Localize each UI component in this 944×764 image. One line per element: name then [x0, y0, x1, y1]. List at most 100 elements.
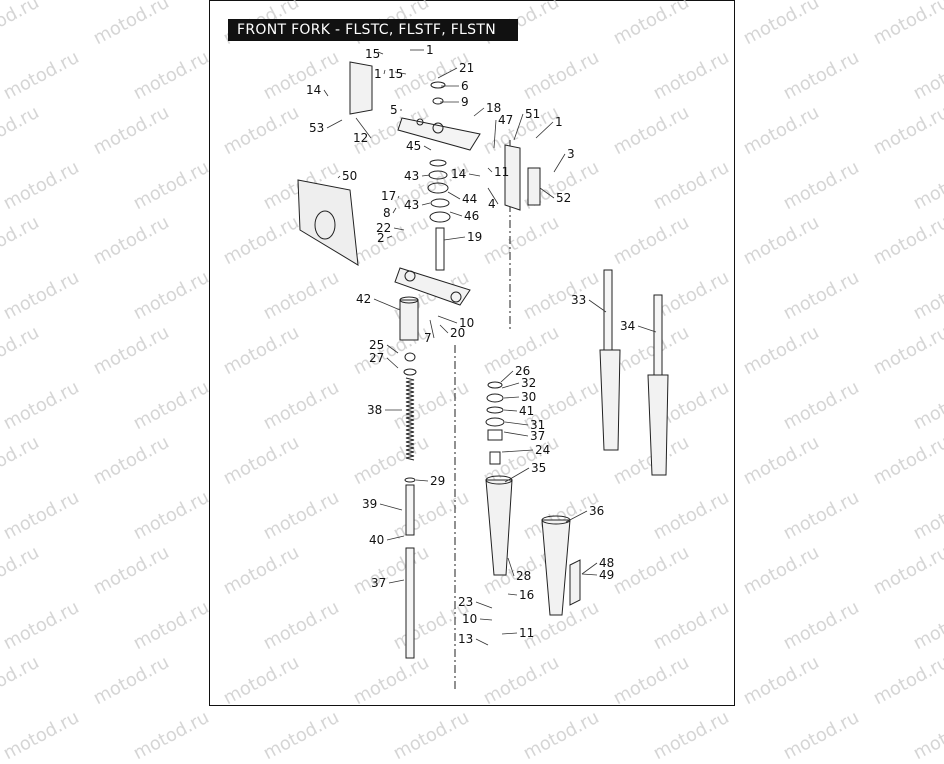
leader-line [553, 153, 566, 173]
callout-32: 32 [521, 376, 537, 390]
callout-51: 51 [525, 107, 541, 121]
callout-3: 3 [567, 147, 575, 161]
leader-line [421, 202, 431, 206]
leader-line [637, 325, 657, 333]
fork-tube-cover [399, 299, 419, 341]
watermark-text: motod.ru [909, 706, 944, 764]
leader-line [449, 211, 463, 217]
leader-line [504, 421, 529, 426]
leader-line [388, 579, 405, 584]
leader-line [475, 601, 493, 609]
leader-line [501, 449, 534, 453]
leader-line [393, 227, 405, 231]
callout-12: 12 [353, 131, 369, 145]
centerline [454, 140, 511, 690]
leader-line [468, 173, 481, 177]
leader-line [504, 467, 530, 483]
headlamp-cover [297, 179, 359, 266]
leader-line [493, 119, 497, 149]
callout-15: 15 [388, 67, 404, 81]
leader-line [437, 315, 458, 324]
fork-slider-right [541, 519, 571, 616]
leader-line [500, 370, 514, 383]
callout-46: 46 [464, 209, 480, 223]
callout-50: 50 [342, 169, 358, 183]
callout-18: 18 [486, 101, 502, 115]
callout-35: 35 [531, 461, 547, 475]
leader-line [479, 618, 493, 621]
callout-13: 13 [458, 632, 474, 646]
callout-4: 4 [488, 197, 496, 211]
callout-24: 24 [535, 443, 551, 457]
fork-slider-left [485, 479, 513, 576]
callout-2: 2 [377, 231, 385, 245]
callout-39: 39 [362, 497, 378, 511]
callout-31: 31 [530, 418, 546, 432]
leader-line [386, 357, 399, 369]
leader-line [397, 195, 400, 199]
leader-line [581, 573, 598, 576]
callout-42: 42 [356, 292, 372, 306]
callout-26: 26 [515, 364, 531, 378]
callout-41: 41 [519, 404, 535, 418]
exploded-view-drawing [297, 49, 669, 690]
callout-49: 49 [599, 568, 615, 582]
callout-44: 44 [462, 192, 478, 206]
callout-29: 29 [430, 474, 446, 488]
callout-38: 38 [367, 403, 383, 417]
leader-line [503, 409, 518, 412]
callout-33: 33 [571, 293, 587, 307]
leader-line [386, 535, 405, 541]
leader-line [535, 121, 554, 139]
callout-14: 14 [451, 167, 467, 181]
callout-19: 19 [467, 230, 483, 244]
leader-line [588, 299, 607, 313]
leader-line [473, 107, 485, 117]
callout-22: 22 [376, 221, 392, 235]
callout-5: 5 [390, 103, 398, 117]
leader-line [423, 145, 432, 151]
callout-27: 27 [369, 351, 385, 365]
callout-37: 37 [530, 429, 546, 443]
leader-line [507, 593, 518, 596]
callout-11: 11 [494, 165, 510, 179]
leader-line [386, 344, 399, 354]
fork-spring [405, 377, 415, 461]
callout-6: 6 [461, 79, 469, 93]
callout-47: 47 [498, 113, 514, 127]
leader-line [475, 638, 489, 646]
leader-line [421, 174, 431, 177]
fork-assembly-33 [603, 269, 613, 351]
callout-52: 52 [556, 191, 572, 205]
leader-line [386, 235, 393, 239]
watermark-text: motod.ru [649, 706, 733, 764]
callout-48: 48 [599, 556, 615, 570]
leader-line [355, 117, 372, 139]
callout-1: 1 [374, 67, 382, 81]
leader-line [383, 69, 386, 75]
callout-15: 15 [365, 47, 381, 61]
leader-line [326, 119, 343, 129]
callout-20: 20 [450, 326, 466, 340]
callout-21: 21 [459, 61, 475, 75]
leader-line [323, 89, 329, 97]
upper-bracket [397, 117, 481, 151]
leader-line [447, 191, 461, 200]
leader-line [379, 503, 403, 511]
leader-line [565, 510, 588, 523]
watermark-text: motod.ru [259, 706, 343, 764]
leader-line [487, 167, 493, 173]
leader-line [373, 298, 401, 311]
leader-line [394, 71, 407, 75]
callout-36: 36 [589, 504, 605, 518]
damper-rod [405, 484, 415, 536]
callout-53: 53 [309, 121, 325, 135]
callout-17: 17 [381, 189, 397, 203]
leader-line [503, 431, 529, 437]
leader-line [415, 479, 429, 482]
callout-11: 11 [519, 626, 535, 640]
leader-line [501, 382, 520, 389]
fork-tube [405, 547, 415, 659]
callout-16: 16 [519, 588, 535, 602]
leader-line [539, 187, 555, 199]
